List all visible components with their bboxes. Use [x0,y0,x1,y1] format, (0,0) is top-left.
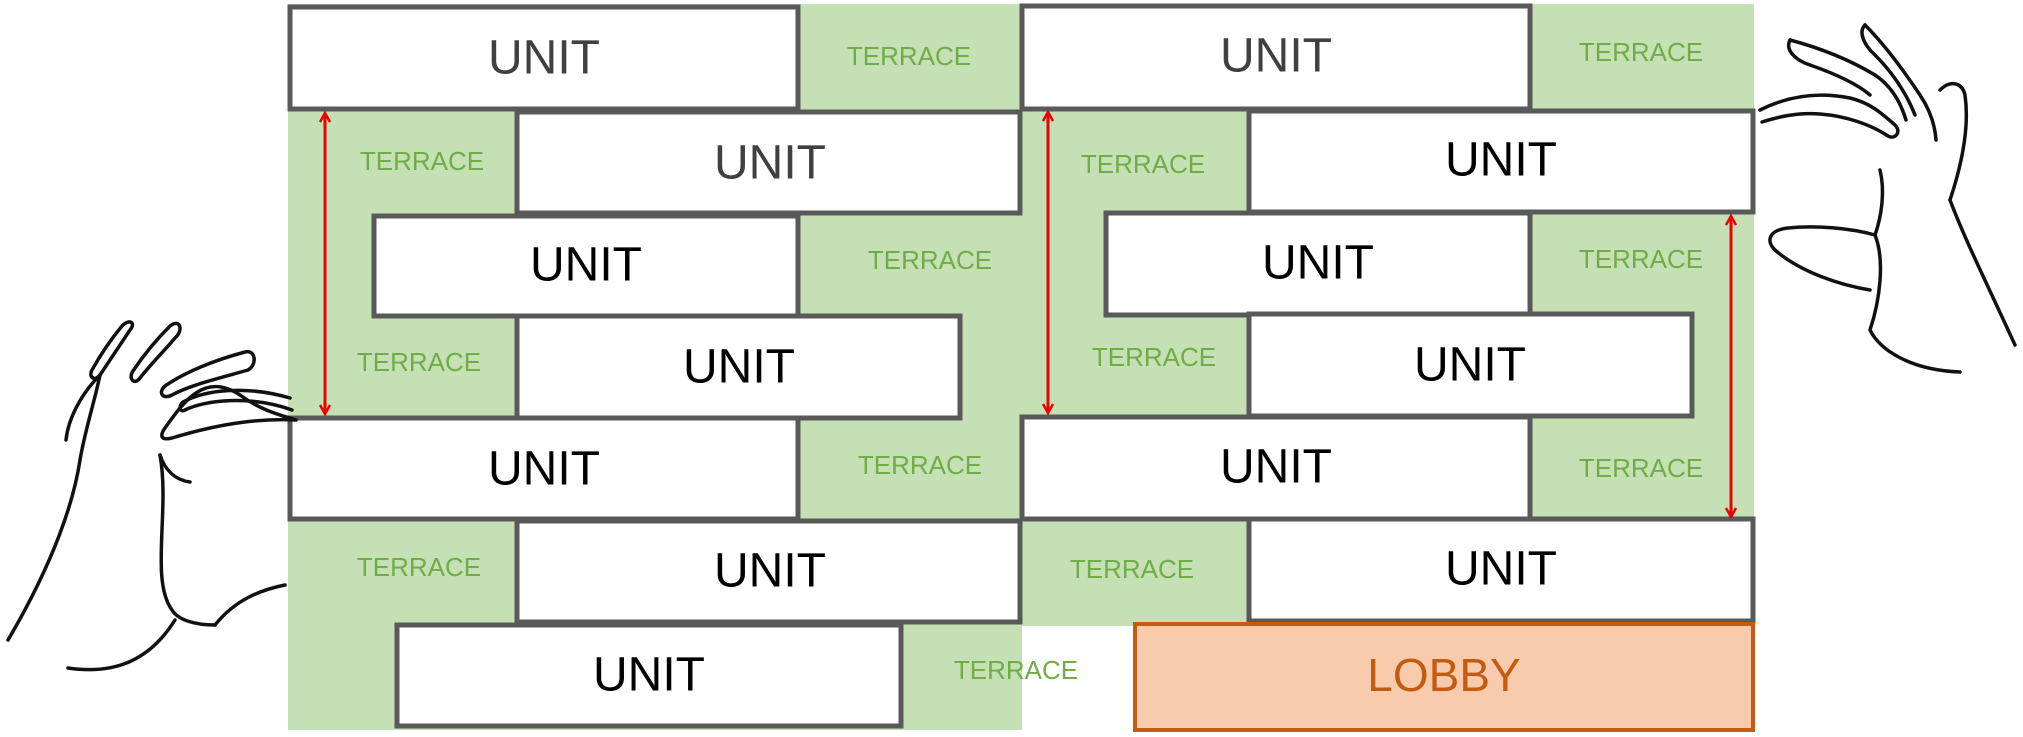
unit-box [1019,3,1533,112]
double-arrow-icons [325,112,1731,517]
terrace-label: TERRACE [1579,244,1703,274]
terrace-label: TERRACE [357,552,481,582]
unit-label: UNIT [593,649,705,702]
unit-box [514,109,1023,216]
unit-box [514,518,1023,625]
terrace-label: TERRACE [360,146,484,176]
unit-label: UNIT [683,341,795,394]
terrace-label: TERRACE [954,655,1078,685]
terrace-label: TERRACE [1070,554,1194,584]
terrace-label: TERRACE [357,347,481,377]
terrace-label: TERRACE [1092,342,1216,372]
terrace-label: TERRACE [868,245,992,275]
unit-box [287,4,801,112]
unit-label: UNIT [1414,339,1526,392]
unit-label: UNIT [1262,237,1374,290]
unit-box [371,213,801,319]
left-building-units [287,4,1023,729]
unit-label: UNIT [488,32,600,85]
terrace-labels: TERRACE TERRACE TERRACE TERRACE TERRACE … [357,37,1703,685]
terrace-label: TERRACE [858,450,982,480]
unit-label: UNIT [1445,543,1557,596]
lobby-box [1133,622,1755,732]
unit-box [394,622,904,729]
unit-label: UNIT [714,137,826,190]
unit-box [1246,516,1756,624]
terrace-label: TERRACE [1081,149,1205,179]
unit-box [287,415,801,522]
unit-label: UNIT [530,239,642,292]
unit-label: UNIT [1445,134,1557,187]
unit-box [1019,414,1533,522]
left-hand-icon [6,320,298,672]
unit-label: UNIT [1220,441,1332,494]
unit-label: UNIT [714,545,826,598]
unit-labels: UNIT UNIT UNIT UNIT UNIT UNIT UNIT UNIT … [488,30,1557,702]
right-hand-icon [1758,23,2017,374]
unit-label: UNIT [1220,30,1332,83]
lobby-label: LOBBY [1367,649,1520,701]
terrace-label: TERRACE [847,41,971,71]
unit-label: UNIT [488,443,600,496]
terrace-label: TERRACE [1579,453,1703,483]
unit-box [1103,210,1533,318]
terrace-label: TERRACE [1579,37,1703,67]
right-building-units [1019,3,1756,624]
